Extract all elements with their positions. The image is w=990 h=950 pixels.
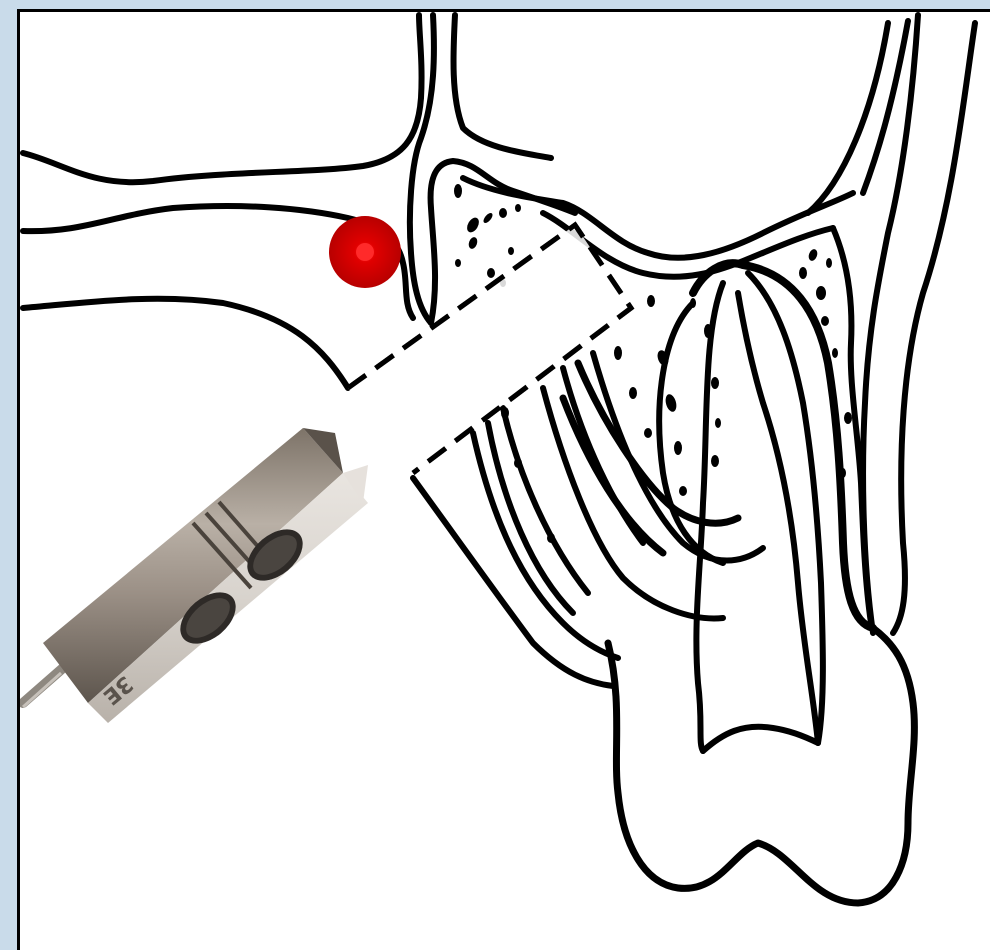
sinus-floor-upper bbox=[463, 178, 853, 258]
diagram-panel: 3E bbox=[17, 9, 990, 950]
tooth-crown bbox=[608, 628, 914, 903]
right-cortical-inner bbox=[808, 23, 888, 213]
probe-cable bbox=[23, 668, 63, 703]
tooth-root-left bbox=[696, 283, 723, 751]
dental-anatomy-diagram: 3E bbox=[20, 12, 990, 950]
right-cortical-outer bbox=[893, 23, 975, 633]
maxillary-sinus-floor bbox=[23, 299, 348, 388]
septum-right-wall bbox=[453, 15, 551, 158]
probe-body bbox=[43, 428, 343, 703]
upper-palate-contour bbox=[23, 15, 422, 182]
tooth-outer-lingual bbox=[593, 353, 763, 561]
target-marker-center bbox=[356, 243, 374, 261]
ultrasound-probe: 3E bbox=[23, 428, 368, 723]
